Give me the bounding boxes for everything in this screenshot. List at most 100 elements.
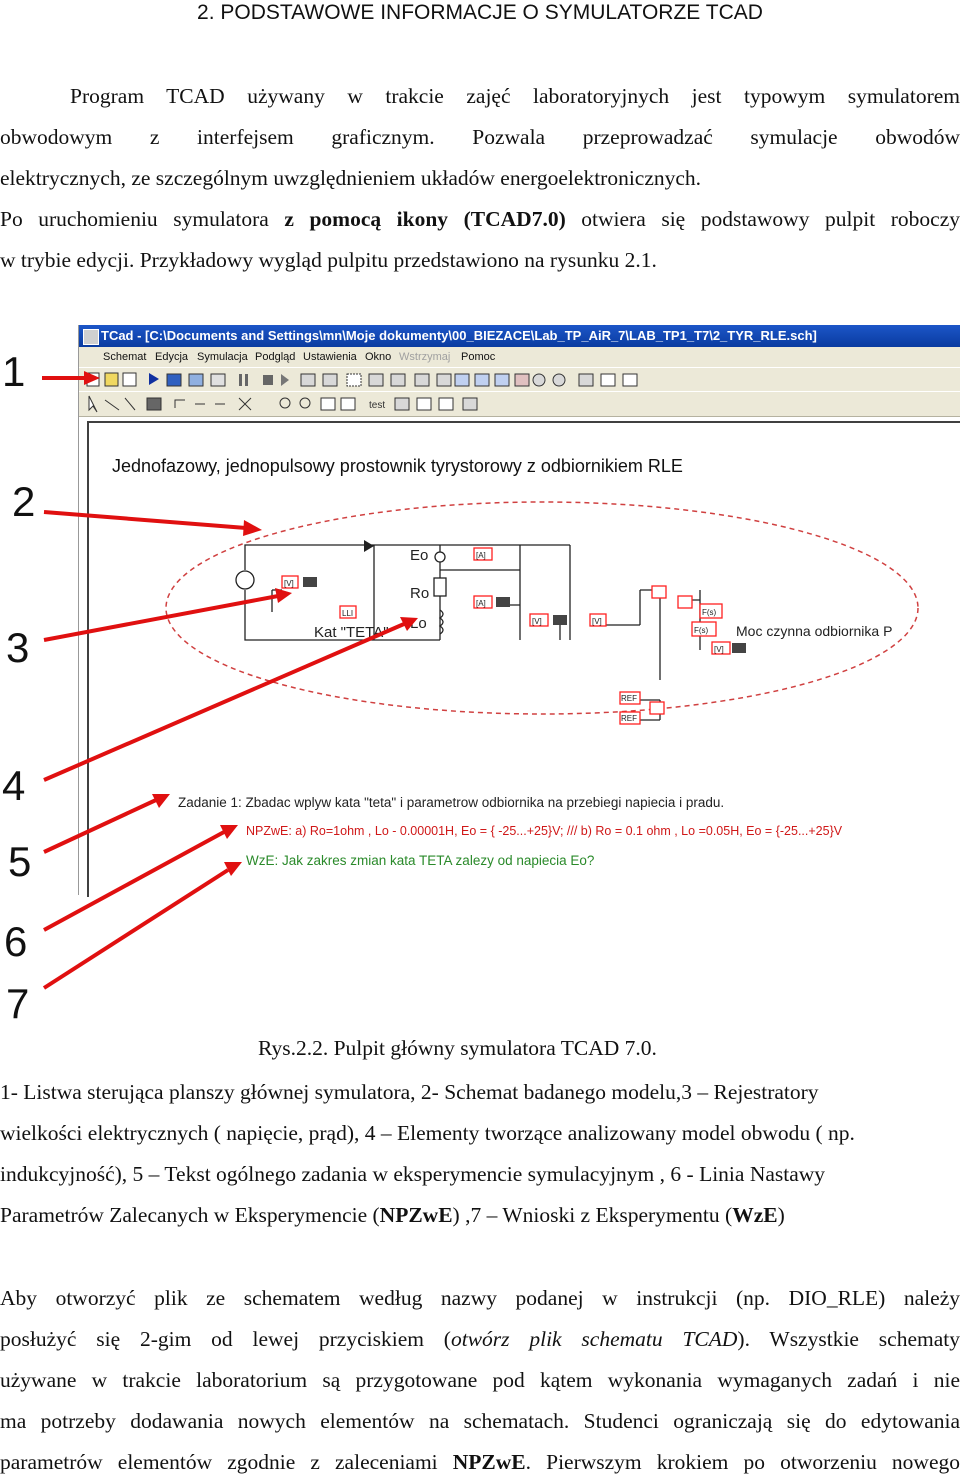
element-a-icon [394,397,410,411]
figure-caption: Rys.2.2. Pulpit główny symulatora TCAD 7… [258,1036,657,1060]
monitor-3-icon [553,615,567,625]
tool-f-icon [436,373,452,387]
angle-block-icon [339,605,357,619]
callout-1: 1 [2,348,26,395]
menu-ustawienia[interactable]: Ustawienia [303,351,357,363]
section-heading: 2. PODSTAWOWE INFORMACJE O SYMULATORZE T… [197,1,763,24]
tool-b-icon [322,373,338,387]
callout-4: 4 [2,762,26,809]
toolbar-text-tool[interactable]: test [369,400,385,411]
sim3-icon [210,373,226,387]
voltmeter-2-icon [529,613,549,627]
monitor-1-icon [303,577,317,587]
tool-j-icon [514,373,530,387]
tcad-window: TCad - [C:\Documents and Settings\mn\Moj… [78,325,960,897]
intro-line-4: Po uruchomieniu symulatora z pomocą ikon… [0,207,960,231]
mult-2-icon [677,595,693,609]
mult-1-icon [651,585,667,599]
legend-paragraph: 1- Listwa sterująca planszy głównej symu… [0,1072,960,1236]
para2-line-3: używane w trakcie laboratorium są przygo… [0,1368,960,1392]
voltmeter-3-icon [589,613,607,627]
menu-schemat[interactable]: Schemat [103,351,147,363]
ammeter-1-icon [473,547,493,561]
reg-v1-label: [V] [284,579,294,588]
monitor-icons [303,577,746,653]
angle-block-label: LLI [342,609,353,618]
tool-a-icon [300,373,316,387]
toolbar-main [79,367,960,393]
pointer-icon [88,395,98,413]
menu-okno[interactable]: Okno [365,351,392,363]
zoom-in-icon [279,397,291,409]
switch-icon [438,397,454,411]
tool-g-icon [454,373,470,387]
tool-k-icon [532,373,546,387]
thyristor-icon [364,540,374,552]
sim2-icon [188,373,204,387]
title-bar: TCad - [C:\Documents and Settings\mn\Moj… [79,325,960,347]
menu-podglad[interactable]: Podgląd [255,351,296,363]
ref-2-label: REF [621,714,637,723]
callout-3: 3 [6,624,30,671]
voltmeter-1-icon [281,575,299,589]
open-file-icon [104,372,119,387]
arrow-a-icon [174,399,185,408]
zoom-out-icon [299,397,311,409]
para2-line-1: Aby otworzyć plik ze schematem według na… [0,1286,960,1310]
diode-icon [416,397,432,411]
arrow-6 [43,830,225,932]
menu-pomoc[interactable]: Pomoc [461,351,496,363]
reg-v4-label: [V] [714,645,724,654]
tool-d-icon [390,373,406,387]
para2-line-5: parametrów elementów zgodnie z zalecenia… [0,1450,960,1474]
app-icon [83,329,99,345]
menu-edycja[interactable]: Edycja [155,351,189,363]
tool-e-icon [414,373,430,387]
fs-2-label: F(s) [694,626,709,635]
ref-1-icon [619,691,641,705]
toolbar-edit-icons[interactable] [88,395,478,413]
mult-3-icon [649,701,665,715]
schematic-canvas[interactable] [87,421,960,897]
voltmeter-4-icon [711,641,731,655]
reg-a2-label: [A] [476,599,486,608]
ref-1-label: REF [621,694,637,703]
select-icon [346,373,362,387]
block-icon [146,397,162,411]
resistor-ro-icon [433,577,447,597]
arrow-3 [43,594,279,642]
intro-line-5: w trybie edycji. Przykładowy wygląd pulp… [0,248,657,272]
pause-icon [239,374,242,386]
intro-line-3: elektrycznych, ze szczególnym uwzględnie… [0,166,702,190]
wire2-icon [124,397,136,411]
label-eo: Eo [410,547,428,564]
legend-line-1: 1- Listwa sterująca planszy głównej symu… [0,1080,819,1104]
wire-icon [104,399,120,411]
toolbar-main-icons[interactable] [86,372,638,387]
arrow-5 [43,798,157,854]
grid-a-icon [600,373,616,387]
toolbar-edit: test [79,391,960,417]
fit-icon [320,397,336,411]
menu-symulacja[interactable]: Symulacja [197,351,248,363]
fs-2-icon [691,621,717,637]
task-text: Zadanie 1: Zbadac wplyw kata "teta" i pa… [178,795,725,810]
callout-7: 7 [6,980,30,1027]
inductor-lo-icon [438,609,444,635]
stop-icon [263,375,273,385]
fs-1-label: F(s) [702,608,717,617]
intro-line-2: obwodowym z interfejsem graficznym. Pozw… [0,125,960,149]
callout-arrows [42,371,418,990]
instructions-paragraph: Aby otworzyć plik ze schematem według na… [0,1278,960,1483]
ref-2-icon [619,711,641,725]
monitor-2-icon [496,597,510,607]
intro-paragraph: Program TCAD używany w trakcie zajęć lab… [0,76,960,281]
para2-line-2: posłużyć się 2-gim od lewej przyciskiem … [0,1327,960,1351]
intro-line-1: Program TCAD używany w trakcie zajęć lab… [70,84,960,108]
tool-l-icon [552,373,566,387]
callout-2: 2 [12,478,36,525]
page-icon [340,397,356,411]
monitor-4-icon [732,643,746,653]
reg-v2-label: [V] [532,617,542,626]
eo-source-icon [434,551,446,563]
